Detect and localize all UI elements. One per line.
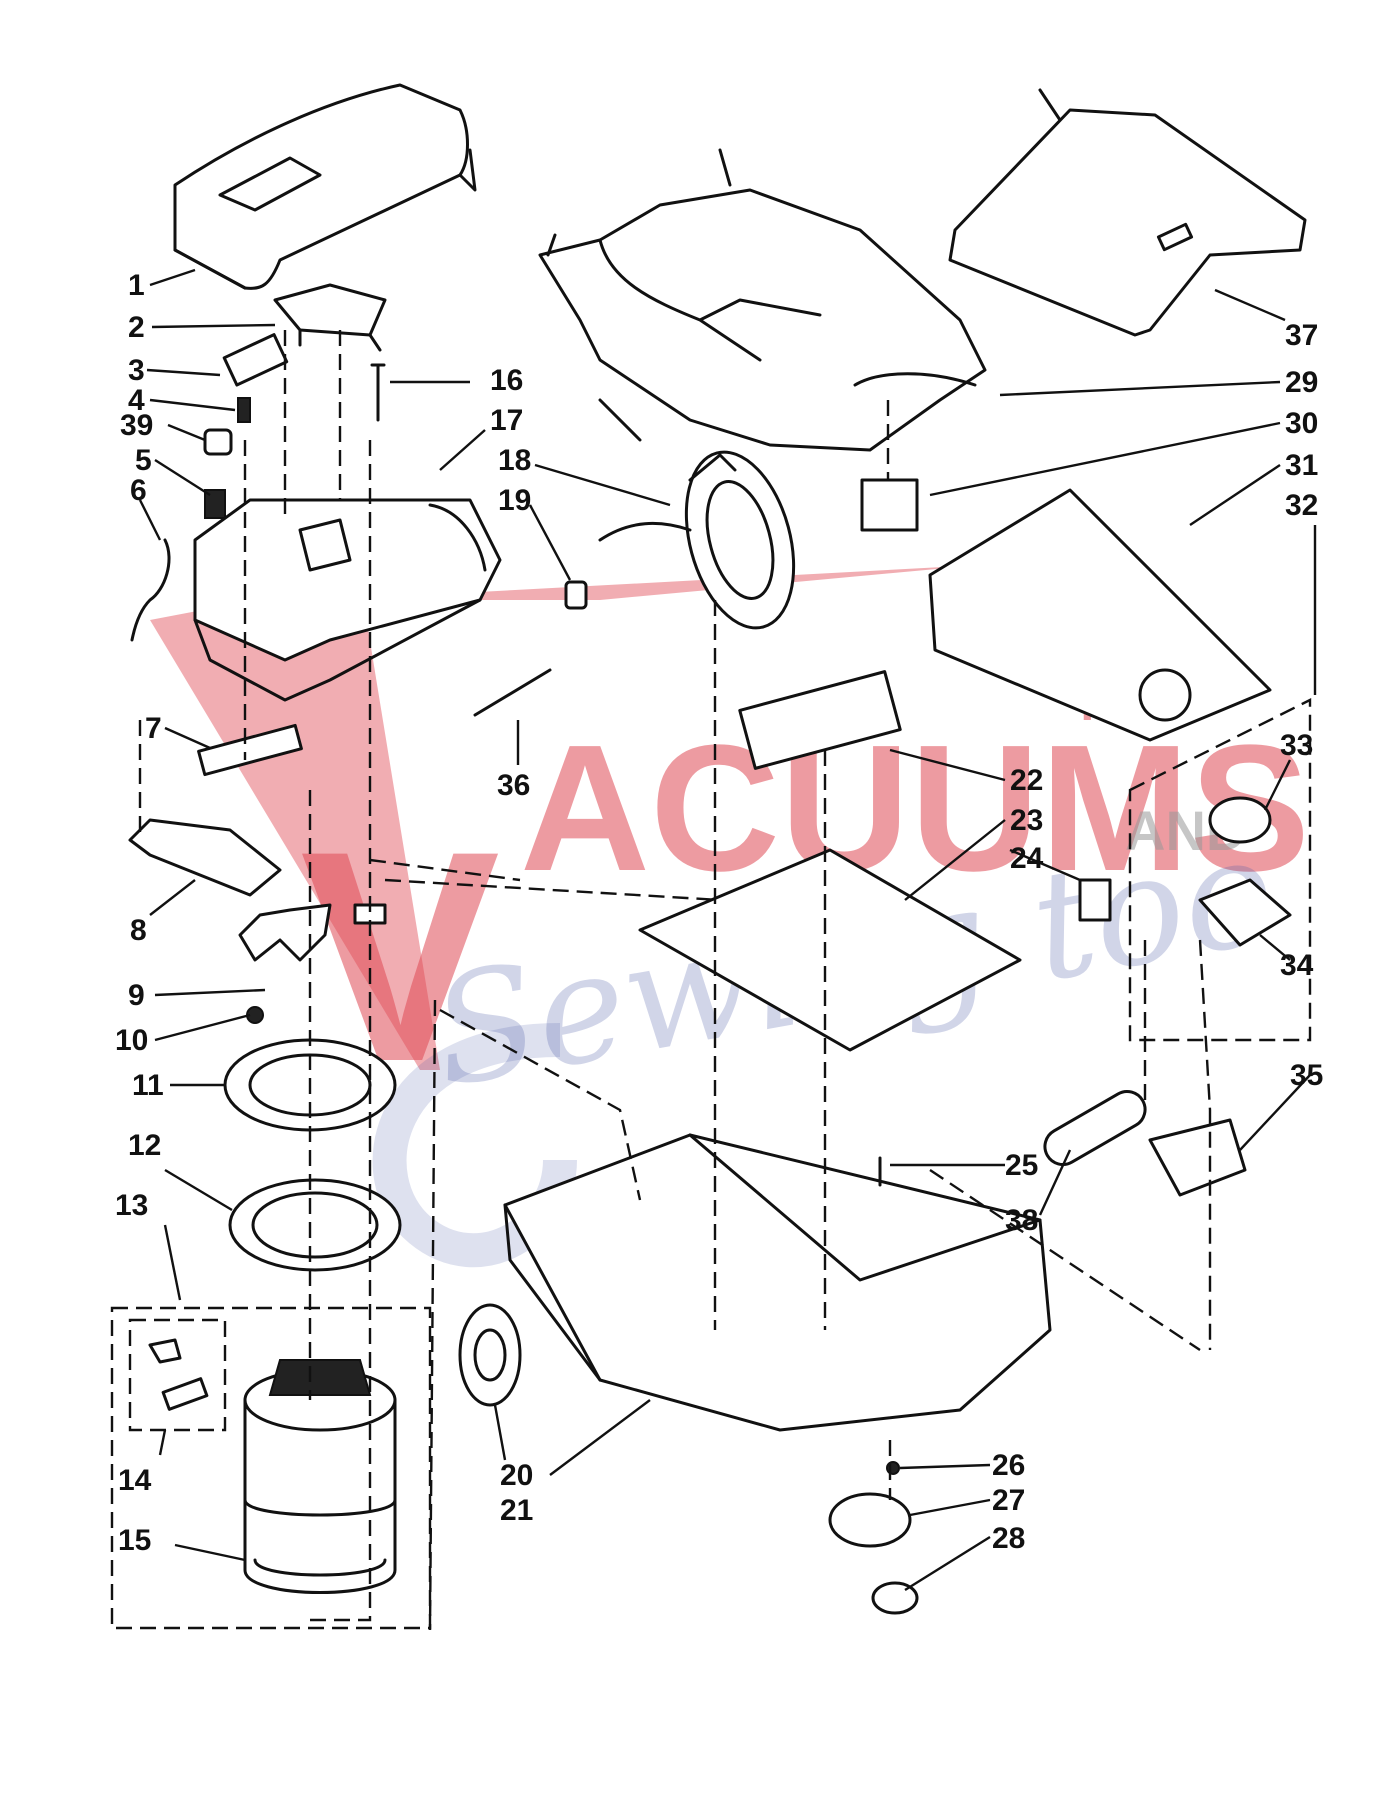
callout-36: 36 <box>497 769 530 802</box>
watermark: V ACUUMS N'S AND Sewing too <box>150 565 1310 1268</box>
callout-22: 22 <box>1010 764 1043 797</box>
part-18-cord-reel <box>598 398 796 630</box>
part-36-axle <box>473 668 552 717</box>
part-5-clip <box>204 489 226 519</box>
callout-27: 27 <box>992 1484 1025 1517</box>
part-14-brush-holder <box>148 1338 182 1364</box>
part-27-caster <box>828 1492 912 1548</box>
callout-15: 15 <box>118 1524 151 1557</box>
callout-26: 26 <box>992 1449 1025 1482</box>
callout-labels: 1 2 3 4 39 5 6 16 17 18 19 7 8 9 10 11 1… <box>115 269 1323 1557</box>
part-33-bag-ring <box>1208 796 1272 844</box>
part-31-dust-bag <box>928 488 1272 742</box>
callout-2: 2 <box>128 311 145 344</box>
part-38-handle <box>1043 1090 1147 1166</box>
callout-38: 38 <box>1005 1204 1038 1237</box>
part-20-wheel-hub <box>473 1328 507 1382</box>
watermark-v-shape <box>150 565 980 1070</box>
callout-8: 8 <box>130 914 147 947</box>
part-2-switch-bracket <box>273 283 387 352</box>
part-37-bag-door <box>948 108 1307 337</box>
callout-11: 11 <box>132 1069 164 1102</box>
watermark-main-text: ACUUMS <box>520 708 1310 909</box>
part-16-screw <box>370 363 386 422</box>
callout-31: 31 <box>1285 449 1318 482</box>
part-24-switch-assembly <box>1078 878 1112 922</box>
part-30-latch <box>860 478 919 532</box>
leader-lines <box>138 268 1317 1592</box>
callout-32: 32 <box>1285 489 1318 522</box>
callout-30: 30 <box>1285 407 1318 440</box>
callout-35: 35 <box>1290 1059 1323 1092</box>
callout-6: 6 <box>130 474 147 507</box>
callout-29: 29 <box>1285 366 1318 399</box>
callout-37: 37 <box>1285 319 1318 352</box>
callout-18: 18 <box>498 444 531 477</box>
callout-10: 10 <box>115 1024 148 1057</box>
part-22-filter <box>738 670 902 770</box>
part-1-top-cover <box>173 83 477 290</box>
callout-5: 5 <box>135 444 152 477</box>
part-6-wire <box>130 538 171 642</box>
callout-9: 9 <box>128 979 145 1012</box>
part-15-motor <box>243 1359 397 1594</box>
part-17-housing <box>193 498 502 702</box>
callout-33: 33 <box>1280 729 1313 762</box>
part-12-ring-inner <box>251 1191 379 1259</box>
part-21-lower-body <box>503 1133 1052 1432</box>
part-7-filter-strip <box>197 723 303 777</box>
callout-7: 7 <box>145 712 162 745</box>
callout-16: 16 <box>490 364 523 397</box>
part-14-brush <box>161 1377 209 1411</box>
part-4-spring <box>237 397 251 423</box>
callout-34: 34 <box>1280 949 1314 982</box>
part-34-bag-holder <box>1198 878 1292 947</box>
callout-39: 39 <box>120 409 153 442</box>
part-8-plate <box>128 818 282 897</box>
part-35-latch <box>1148 1118 1247 1197</box>
part-23-frame <box>638 848 1022 1052</box>
callout-4: 4 <box>128 384 145 417</box>
callout-12: 12 <box>128 1129 161 1162</box>
part-39-knob <box>203 428 233 456</box>
callout-21: 21 <box>500 1494 533 1527</box>
callout-24: 24 <box>1010 842 1044 875</box>
assembly-lines <box>138 330 1212 1631</box>
part-14-brush-group-box <box>128 1318 227 1432</box>
callout-13: 13 <box>115 1189 148 1222</box>
callout-19: 19 <box>498 484 531 517</box>
part-13-motor-group-box <box>110 1306 432 1630</box>
callout-17: 17 <box>490 404 523 437</box>
part-19-bushing <box>564 580 588 610</box>
part-29-upper-shell <box>538 88 1062 452</box>
callout-20: 20 <box>500 1459 533 1492</box>
callout-3: 3 <box>128 354 145 387</box>
callout-25: 25 <box>1005 1149 1038 1182</box>
part-3-switch <box>222 333 289 387</box>
part-20-wheel <box>458 1303 522 1407</box>
callout-14: 14 <box>118 1464 152 1497</box>
part-32-bag-group-box <box>1128 698 1312 1042</box>
callout-23: 23 <box>1010 804 1043 837</box>
part-9-fan <box>238 903 332 962</box>
callout-28: 28 <box>992 1522 1025 1555</box>
callout-1: 1 <box>128 269 145 302</box>
